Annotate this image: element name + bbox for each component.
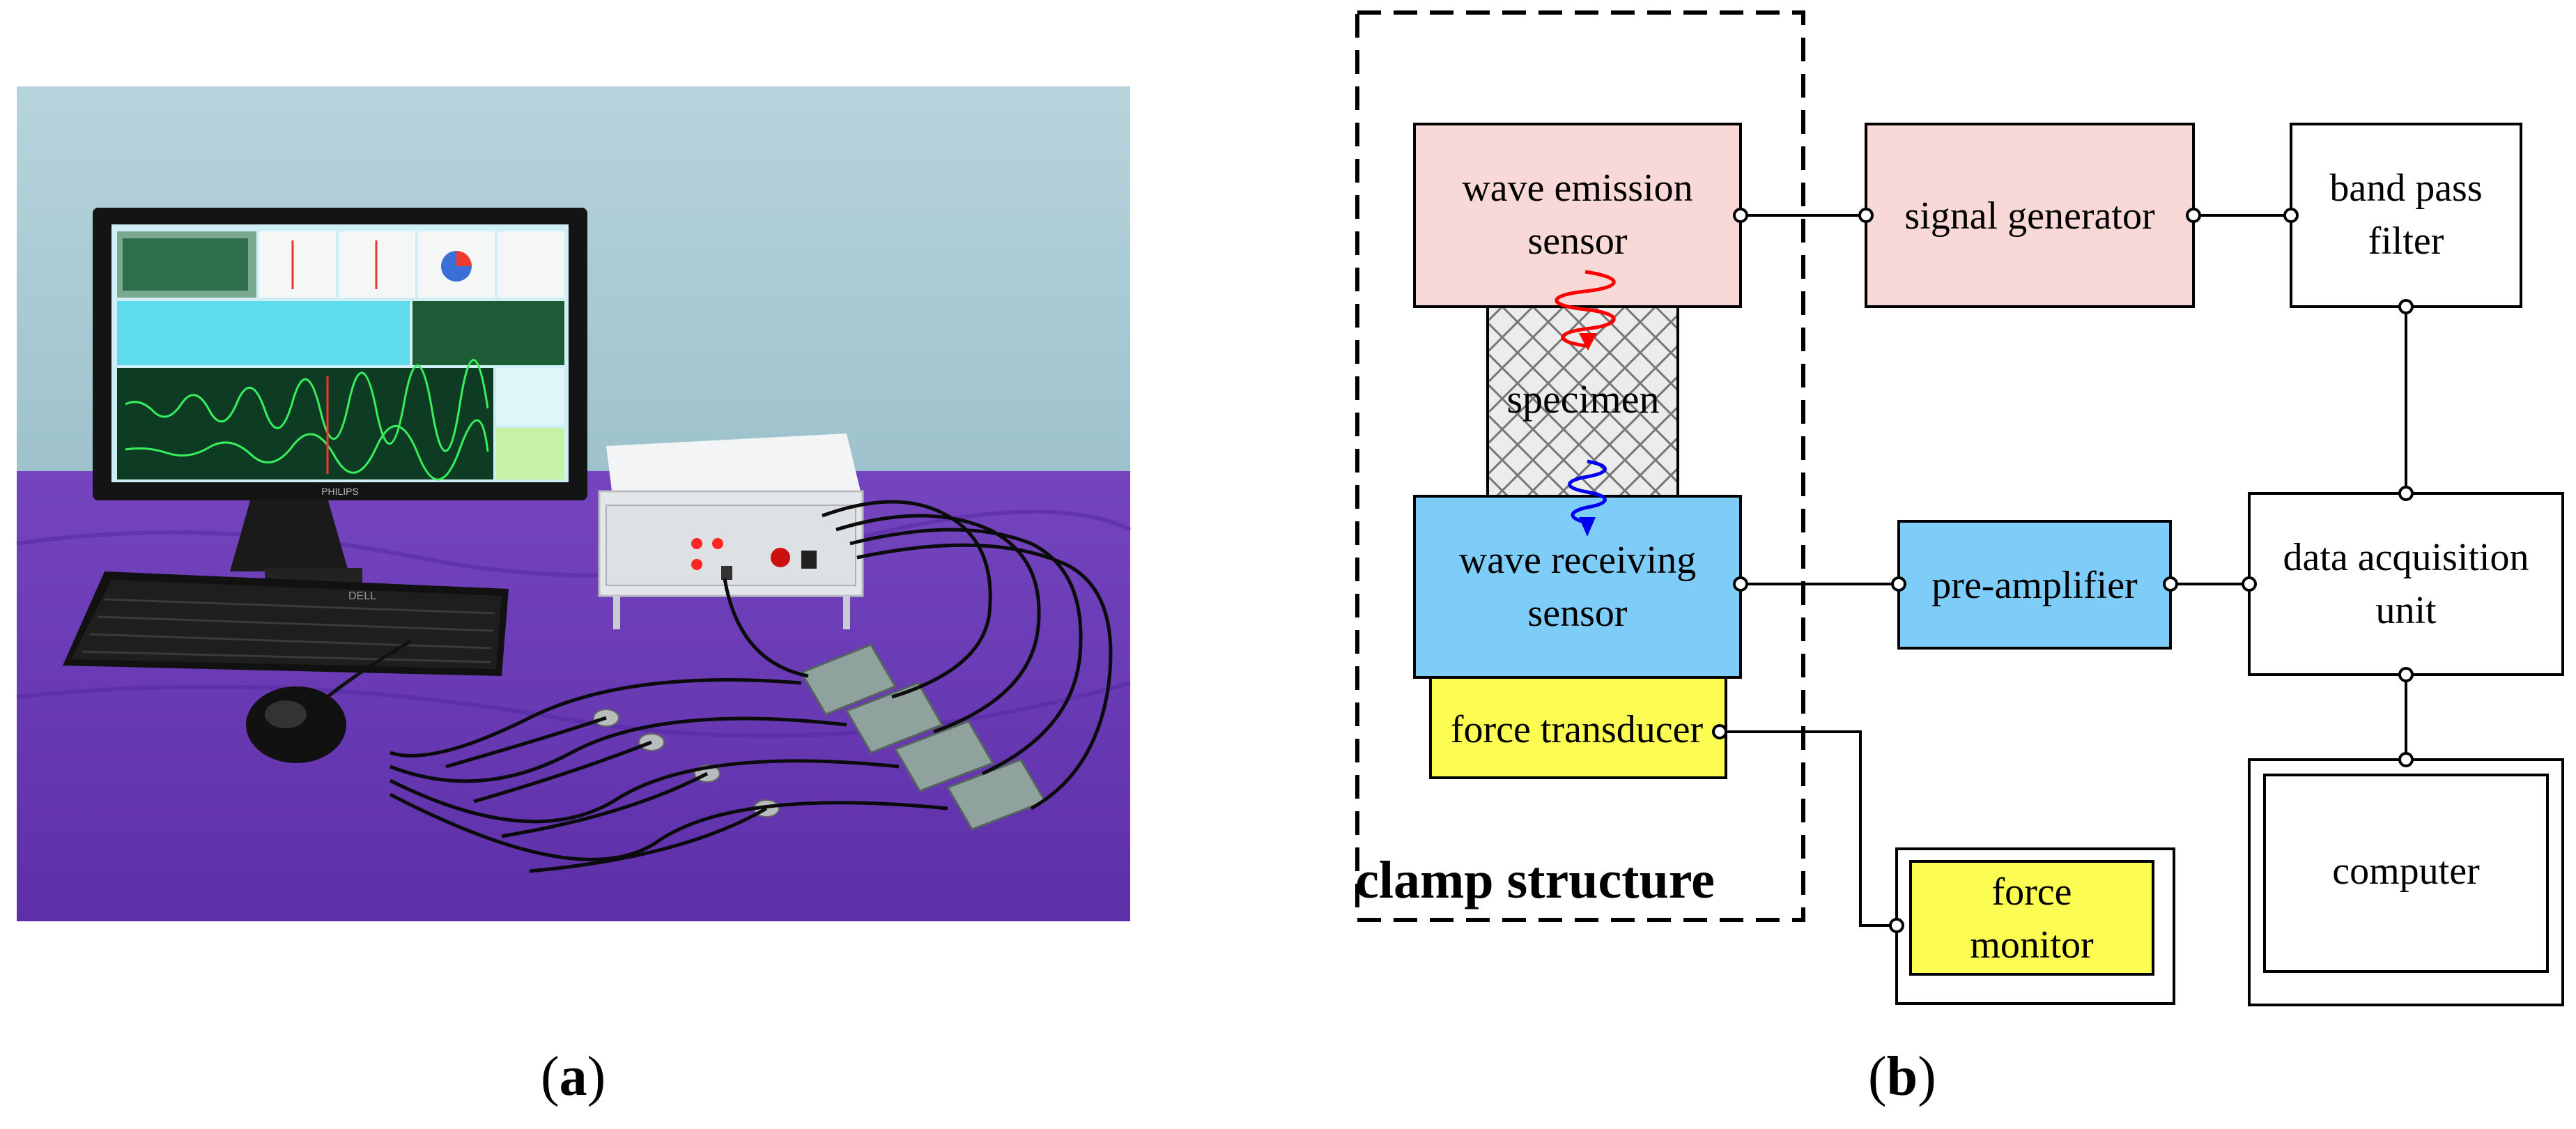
- band-pass-label-line1: band pass: [2329, 167, 2482, 210]
- band-pass-filter: [2290, 123, 2522, 308]
- data-acquisition-label-line2: unit: [2375, 589, 2437, 632]
- caption-b: (b): [1868, 1046, 1936, 1107]
- wave-receiving-label-line1: wave receiving: [1459, 539, 1696, 582]
- caption-a-letter: a: [559, 1046, 587, 1107]
- band-pass-label-line2: filter: [2368, 220, 2444, 263]
- data-acquisition-unit: [2248, 492, 2564, 676]
- pre-amplifier: [1897, 520, 2172, 650]
- computer-screen: [2263, 774, 2549, 973]
- clamp-structure-boundary: [1355, 10, 1805, 922]
- block-diagram: clamp structure specimen wave emission s…: [1355, 10, 2564, 1006]
- connection-terminals: [1712, 208, 2414, 933]
- monitor: PHILIPS: [93, 208, 587, 589]
- pre-amplifier-label: pre-amplifier: [1931, 564, 2138, 607]
- connector-lines: [1720, 214, 2407, 927]
- acquisition-device: [598, 433, 864, 629]
- wave-emission-sensor: [1413, 123, 1742, 308]
- receiving-wave: [1568, 459, 1607, 525]
- monitor-brand: PHILIPS: [321, 486, 359, 497]
- keyboard: DELL: [63, 571, 509, 676]
- clamp-structure-label: clamp structure: [1355, 851, 1715, 909]
- force-monitor-label-line2: monitor: [1970, 923, 2094, 967]
- specimen-label: specimen: [1506, 376, 1659, 422]
- wave-receiving-sensor: [1413, 495, 1742, 679]
- cables: [389, 500, 1113, 873]
- emission-wave-arrow: [1579, 333, 1597, 351]
- signal-generator-label: signal generator: [1904, 194, 2155, 238]
- data-acquisition-label-line1: data acquisition: [2283, 536, 2529, 579]
- computer-label: computer: [2332, 850, 2480, 893]
- caption-a: (a): [541, 1046, 606, 1107]
- caption-b-letter: b: [1886, 1046, 1918, 1107]
- photo-tablecloth: [17, 471, 1130, 921]
- keyboard-brand: DELL: [348, 590, 376, 602]
- force-transducer-label: force transducer: [1451, 708, 1704, 751]
- wave-receiving-label-line2: sensor: [1527, 592, 1627, 635]
- mouse: [246, 639, 412, 763]
- wave-emission-label-line1: wave emission: [1462, 167, 1692, 210]
- signal-generator: [1865, 123, 2195, 308]
- force-monitor-screen: [1909, 860, 2154, 976]
- receiving-wave-arrow: [1579, 517, 1596, 537]
- sensor-boxes: [799, 643, 1047, 831]
- wave-emission-label-line2: sensor: [1527, 220, 1627, 263]
- photo-panel: PHILIPS DELL: [16, 86, 1132, 921]
- force-monitor-label-line1: force: [1991, 870, 2072, 914]
- emission-wave: [1555, 270, 1616, 348]
